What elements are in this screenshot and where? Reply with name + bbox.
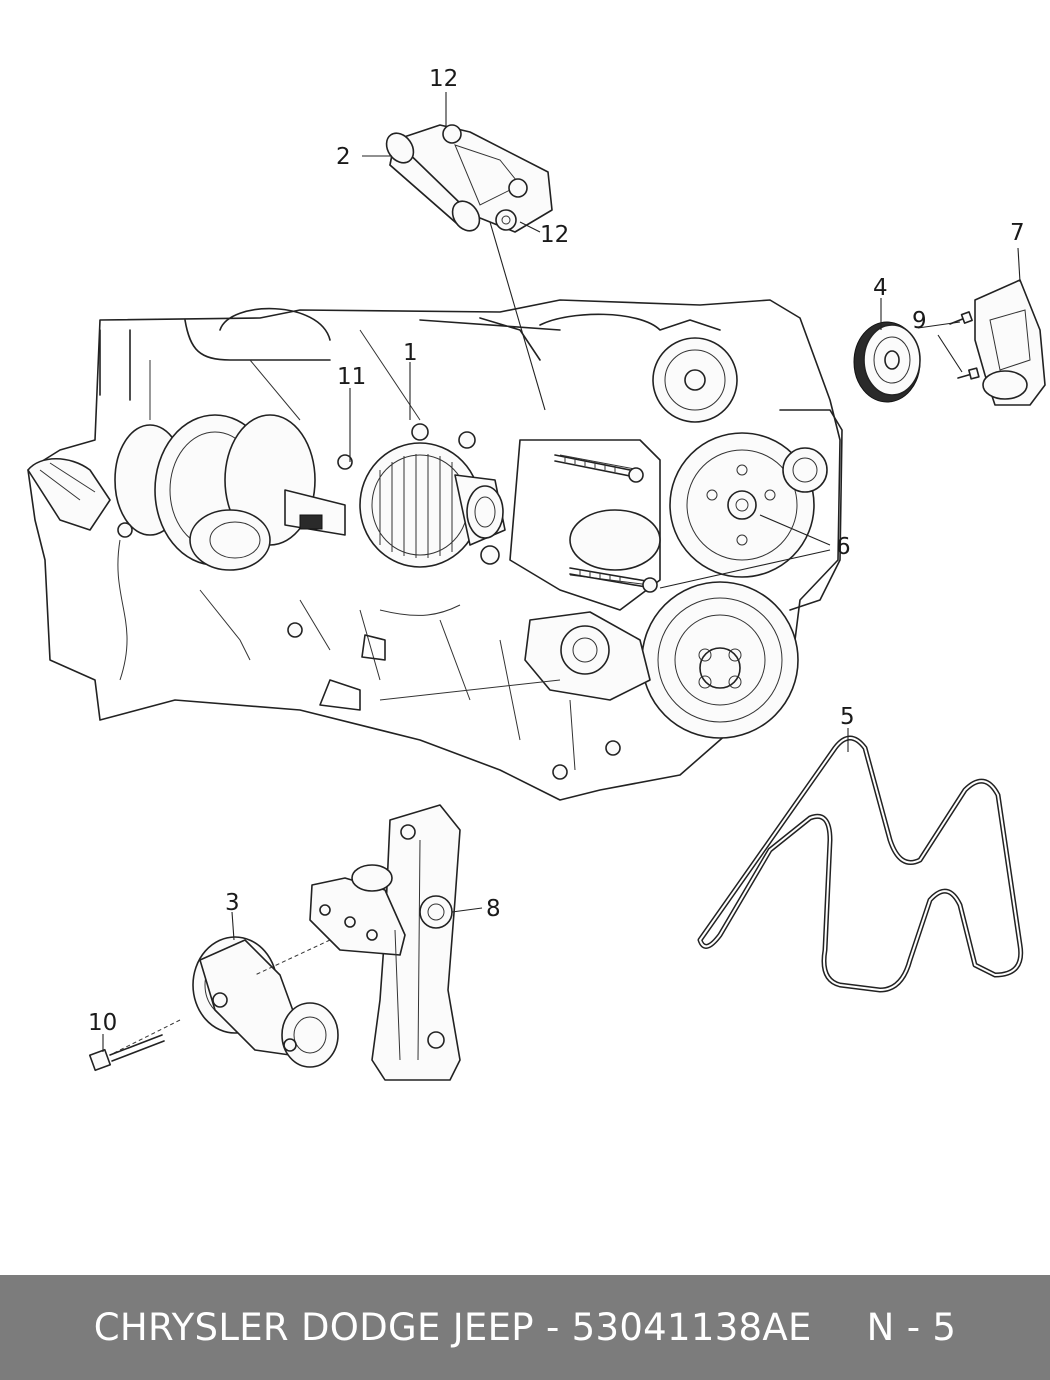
footer-caption: CHRYSLER DODGE JEEP - 53041138AE (93, 1306, 812, 1349)
callout-12-lower: 12 (540, 222, 569, 248)
footer-page-ref: N - 5 (866, 1306, 957, 1349)
callout-9: 9 (912, 308, 927, 334)
callout-1: 1 (403, 340, 418, 366)
part-2-mount-bracket (385, 124, 553, 233)
part-8-tensioner-bracket (309, 804, 461, 1081)
callout-5: 5 (840, 704, 855, 730)
part-6-studs (554, 454, 658, 593)
part-3-belt-tensioner (109, 936, 339, 1068)
callout-12-top: 12 (429, 66, 458, 92)
part-4-idler-pulley (853, 321, 921, 403)
callout-10: 10 (88, 1010, 117, 1036)
engine-assembly (27, 299, 843, 801)
callout-3: 3 (225, 890, 240, 916)
leader-lines (102, 92, 1021, 1052)
callout-6: 6 (836, 534, 851, 560)
callout-4: 4 (873, 275, 888, 301)
footer-bar: CHRYSLER DODGE JEEP - 53041138AE N - 5 (0, 1275, 1050, 1380)
callout-11: 11 (337, 364, 366, 390)
callout-7: 7 (1010, 220, 1025, 246)
diagram-svg: 12 2 12 7 4 9 1 11 6 5 3 8 10 (27, 66, 1046, 1081)
parts-diagram: 12 2 12 7 4 9 1 11 6 5 3 8 10 (27, 66, 1046, 1081)
part-1-alternator (359, 423, 506, 568)
part-7-pulley-bracket (974, 279, 1046, 406)
callout-8: 8 (486, 896, 501, 922)
callout-labels: 12 2 12 7 4 9 1 11 6 5 3 8 10 (88, 66, 1025, 1036)
callout-2: 2 (336, 144, 351, 170)
part-10-bolt (88, 1034, 165, 1072)
